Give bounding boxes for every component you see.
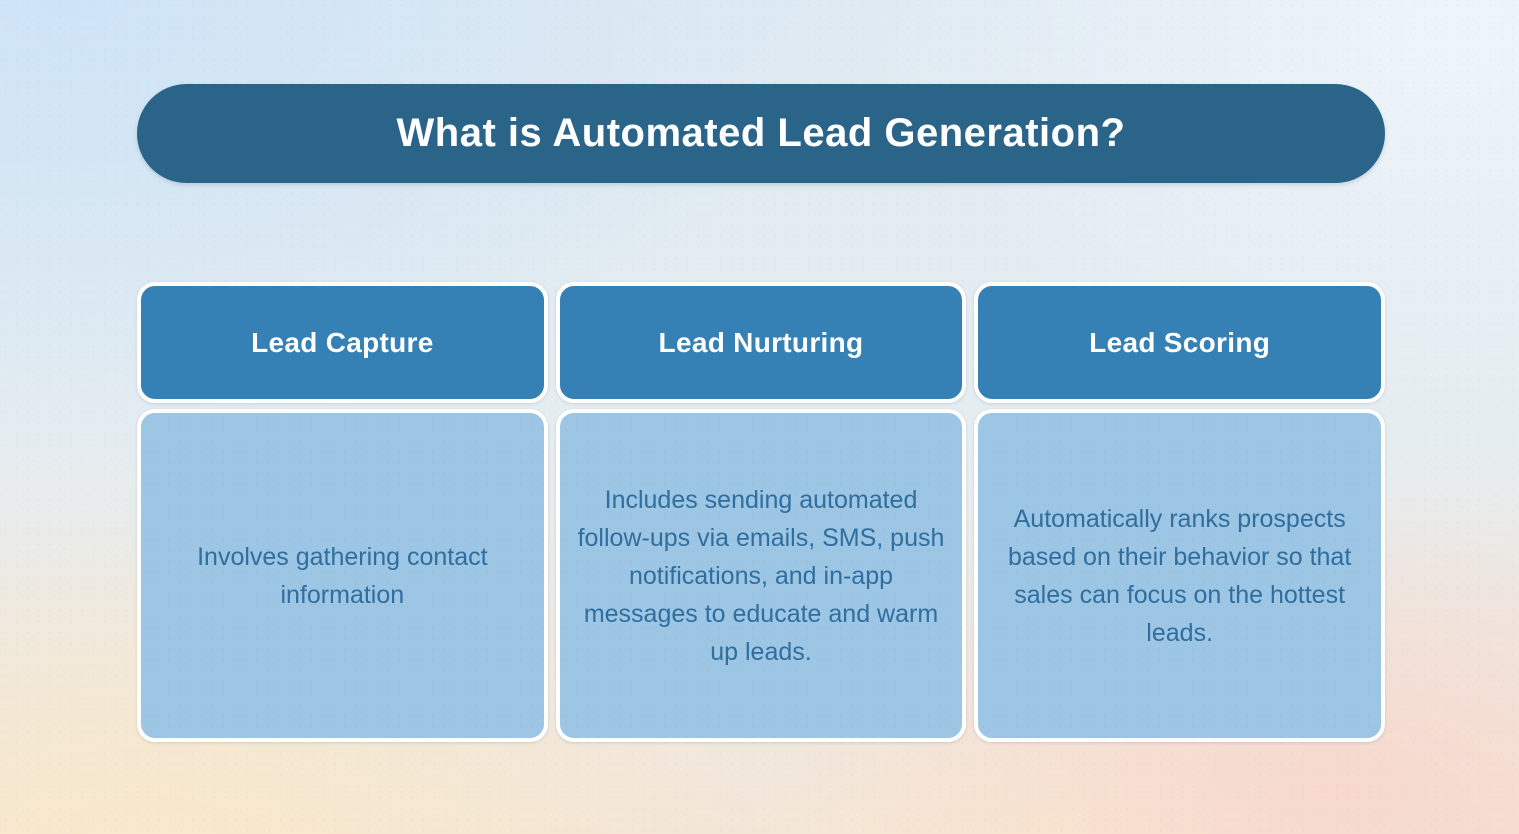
column-header-label: Lead Nurturing — [658, 326, 864, 358]
column-header-lead-capture: Lead Capture — [137, 282, 548, 403]
title-banner: What is Automated Lead Generation? — [137, 84, 1385, 183]
column-header-lead-scoring: Lead Scoring — [974, 282, 1385, 403]
column-body-text: Includes sending automated follow-ups vi… — [577, 485, 945, 666]
columns-grid: Lead Capture Lead Nurturing Lead Scoring… — [137, 282, 1385, 742]
column-body-lead-nurturing: Includes sending automated follow-ups vi… — [555, 409, 967, 742]
column-header-lead-nurturing: Lead Nurturing — [555, 282, 967, 403]
column-body-lead-scoring: Automatically ranks prospects based on t… — [974, 409, 1385, 742]
column-header-label: Lead Scoring — [1089, 326, 1271, 358]
column-body-lead-capture: Involves gathering contact information — [137, 409, 548, 742]
column-header-label: Lead Capture — [251, 326, 434, 358]
column-body-text: Automatically ranks prospects based on t… — [1008, 504, 1352, 647]
page-title: What is Automated Lead Generation? — [396, 111, 1126, 155]
column-body-text: Involves gathering contact information — [197, 542, 488, 609]
